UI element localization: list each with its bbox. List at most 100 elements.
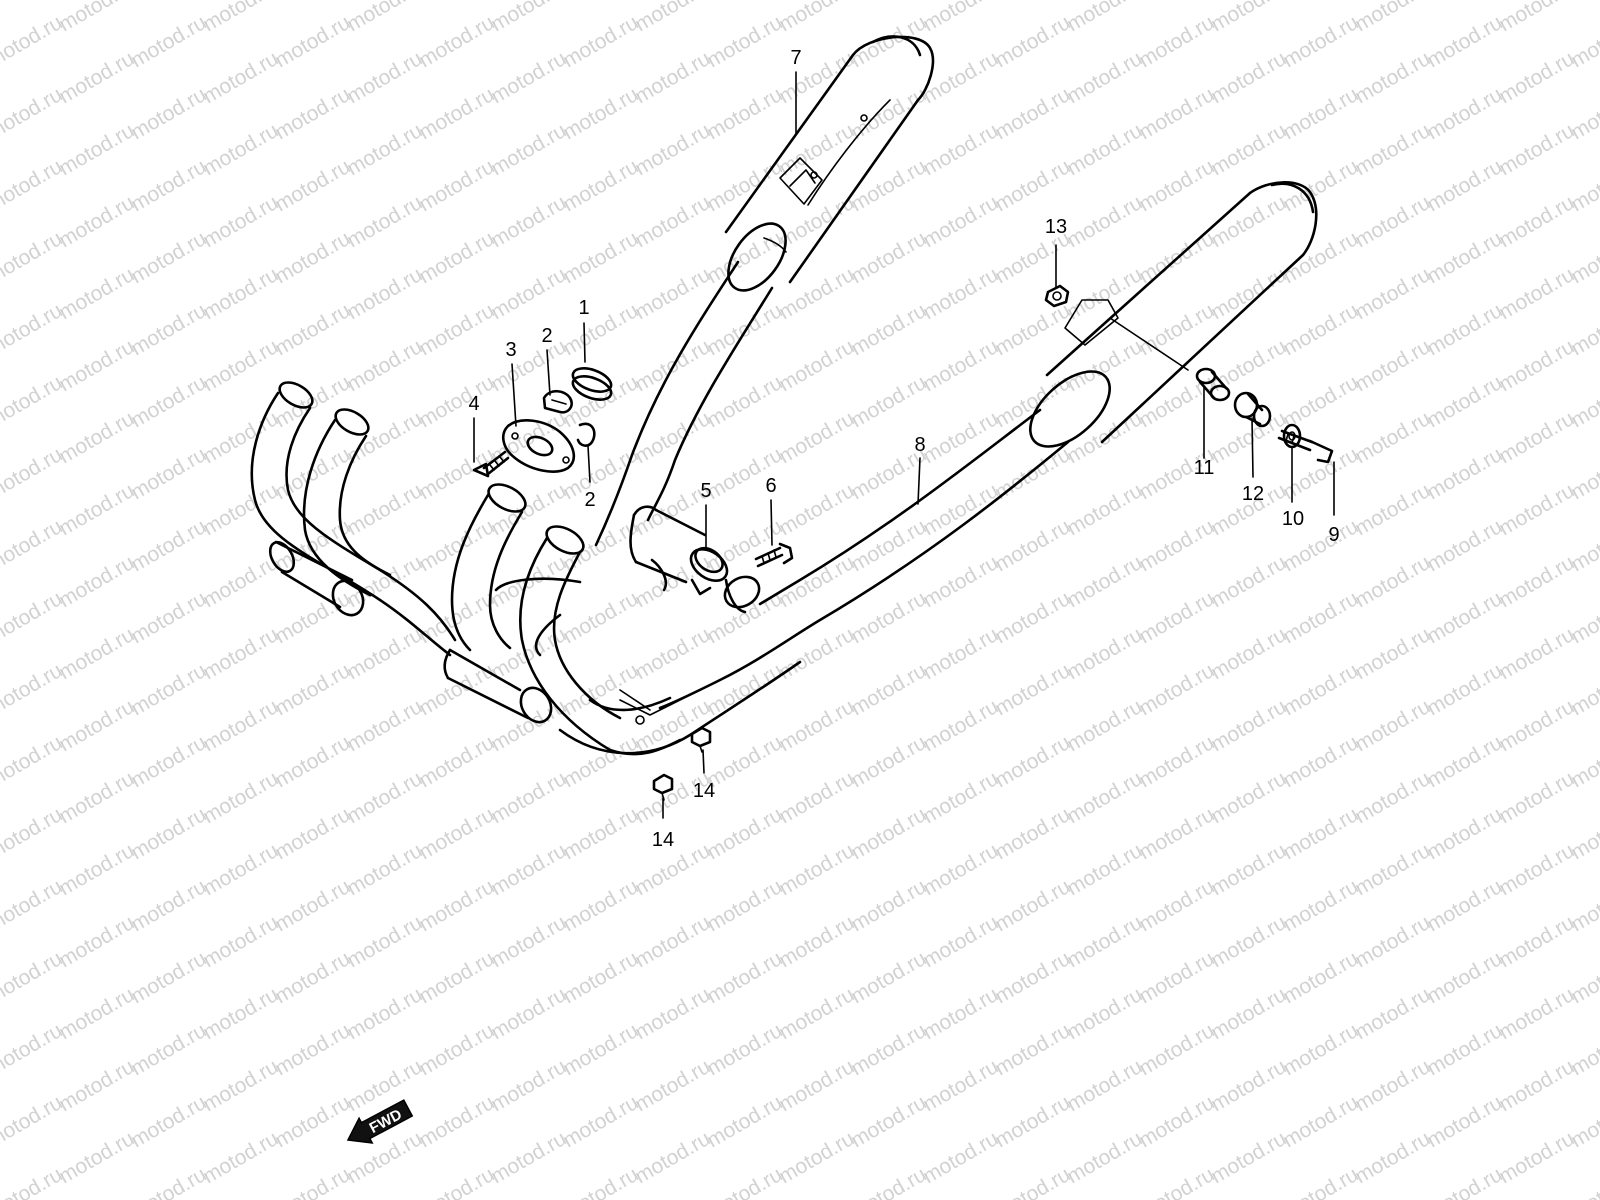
watermark-text: motod.ru	[415, 155, 498, 216]
watermark-text: motod.ru	[1207, 47, 1290, 108]
watermark-text: motod.ru	[343, 983, 426, 1044]
watermark-text: motod.ru	[1063, 839, 1146, 900]
watermark-text: motod.ru	[487, 983, 570, 1044]
watermark-text: motod.ru	[919, 0, 1002, 36]
watermark-text: motod.ru	[0, 83, 66, 144]
watermark-text: motod.ru	[1279, 875, 1362, 936]
watermark-text: motod.ru	[1207, 1127, 1290, 1188]
watermark-text: motod.ru	[1135, 587, 1218, 648]
watermark-text: motod.ru	[1279, 11, 1362, 72]
callout-4: 4	[468, 393, 479, 415]
watermark-text: motod.ru	[1207, 551, 1290, 612]
watermark-text: motod.ru	[271, 659, 354, 720]
watermark-text: motod.ru	[1063, 0, 1146, 36]
watermark-text: motod.ru	[127, 659, 210, 720]
watermark-text: motod.ru	[1351, 0, 1434, 36]
watermark-text: motod.ru	[1351, 1055, 1434, 1116]
watermark-text: motod.ru	[1135, 803, 1218, 864]
watermark-text: motod.ru	[271, 1091, 354, 1152]
watermark-text: motod.ru	[1135, 1163, 1218, 1200]
watermark-text: motod.ru	[199, 407, 282, 468]
callout-8: 8	[914, 434, 925, 456]
watermark-text: motod.ru	[775, 767, 858, 828]
watermark-text: motod.ru	[1135, 515, 1218, 576]
watermark-text: motod.ru	[343, 695, 426, 756]
watermark-text: motod.ru	[487, 1127, 570, 1188]
watermark-text: motod.ru	[631, 407, 714, 468]
watermark-text: motod.ru	[1063, 551, 1146, 612]
watermark-text: motod.ru	[919, 263, 1002, 324]
upper-pipe	[594, 260, 774, 547]
watermark-text: motod.ru	[919, 119, 1002, 180]
callout-10: 10	[1282, 508, 1304, 530]
watermark-text: motod.ru	[631, 983, 714, 1044]
watermark-text: motod.ru	[127, 515, 210, 576]
watermark-text: motod.ru	[775, 335, 858, 396]
watermark-text: motod.ru	[343, 839, 426, 900]
watermark-text: motod.ru	[703, 803, 786, 864]
watermark-text: motod.ru	[1495, 767, 1578, 828]
watermark-text: motod.ru	[199, 839, 282, 900]
watermark-text: motod.ru	[1135, 155, 1218, 216]
watermark-text: motod.ru	[1063, 47, 1146, 108]
watermark-text: motod.ru	[1351, 263, 1434, 324]
watermark-text: motod.ru	[487, 263, 570, 324]
watermark-text: motod.ru	[199, 551, 282, 612]
watermark-text: motod.ru	[559, 1091, 642, 1152]
watermark-text: motod.ru	[1279, 1019, 1362, 1080]
watermark-text: motod.ru	[55, 839, 138, 900]
watermark-text: motod.ru	[487, 0, 570, 36]
watermark-text: motod.ru	[559, 875, 642, 936]
watermark-text: motod.ru	[919, 1127, 1002, 1188]
watermark-text: motod.ru	[775, 479, 858, 540]
watermark-text: motod.ru	[1423, 371, 1506, 432]
watermark-text: motod.ru	[343, 0, 426, 36]
watermark-text: motod.ru	[703, 1163, 786, 1200]
watermark-text: motod.ru	[127, 803, 210, 864]
watermark-text: motod.ru	[1279, 1091, 1362, 1152]
watermark-text: motod.ru	[631, 1127, 714, 1188]
watermark-text: motod.ru	[271, 1019, 354, 1080]
watermark-text: motod.ru	[847, 659, 930, 720]
watermark-text: motod.ru	[415, 587, 498, 648]
watermark-text: motod.ru	[487, 1055, 570, 1116]
watermark-text: motod.ru	[415, 1091, 498, 1152]
watermark-text: motod.ru	[1351, 623, 1434, 684]
watermark-text: motod.ru	[631, 911, 714, 972]
watermark-text: motod.ru	[1279, 947, 1362, 1008]
watermark-text: motod.ru	[0, 515, 66, 576]
watermark-text: motod.ru	[1351, 119, 1434, 180]
watermark-text: motod.ru	[631, 0, 714, 36]
watermark-text: motod.ru	[631, 119, 714, 180]
part-10-washer	[1282, 423, 1302, 449]
watermark-text: motod.ru	[1423, 731, 1506, 792]
watermark-text: motod.ru	[271, 731, 354, 792]
watermark-text: motod.ru	[847, 83, 930, 144]
watermark-text: motod.ru	[919, 695, 1002, 756]
watermark-text: motod.ru	[487, 839, 570, 900]
callout-3: 3	[505, 339, 516, 361]
watermark-text: motod.ru	[1495, 983, 1578, 1044]
watermark-text: motod.ru	[487, 767, 570, 828]
watermark-text: motod.ru	[0, 371, 66, 432]
watermark-text: motod.ru	[991, 947, 1074, 1008]
upper-muffler	[724, 35, 935, 292]
watermark-text: motod.ru	[271, 1163, 354, 1200]
part-2-clip-lower	[576, 422, 596, 447]
watermark-text: motod.ru	[1423, 659, 1506, 720]
watermark-text: motod.ru	[919, 839, 1002, 900]
watermark-text: motod.ru	[199, 1127, 282, 1188]
watermark-text: motod.ru	[55, 191, 138, 252]
watermark-text: motod.ru	[271, 803, 354, 864]
watermark-text: motod.ru	[991, 875, 1074, 936]
lower-pipe	[650, 408, 1070, 710]
watermark-text: motod.ru	[703, 731, 786, 792]
watermark-text: motod.ru	[991, 1091, 1074, 1152]
watermark-text: motod.ru	[1063, 335, 1146, 396]
watermark-text: motod.ru	[1207, 983, 1290, 1044]
watermark-text: motod.ru	[127, 83, 210, 144]
watermark-text: motod.ru	[559, 803, 642, 864]
watermark-text: motod.ru	[631, 47, 714, 108]
